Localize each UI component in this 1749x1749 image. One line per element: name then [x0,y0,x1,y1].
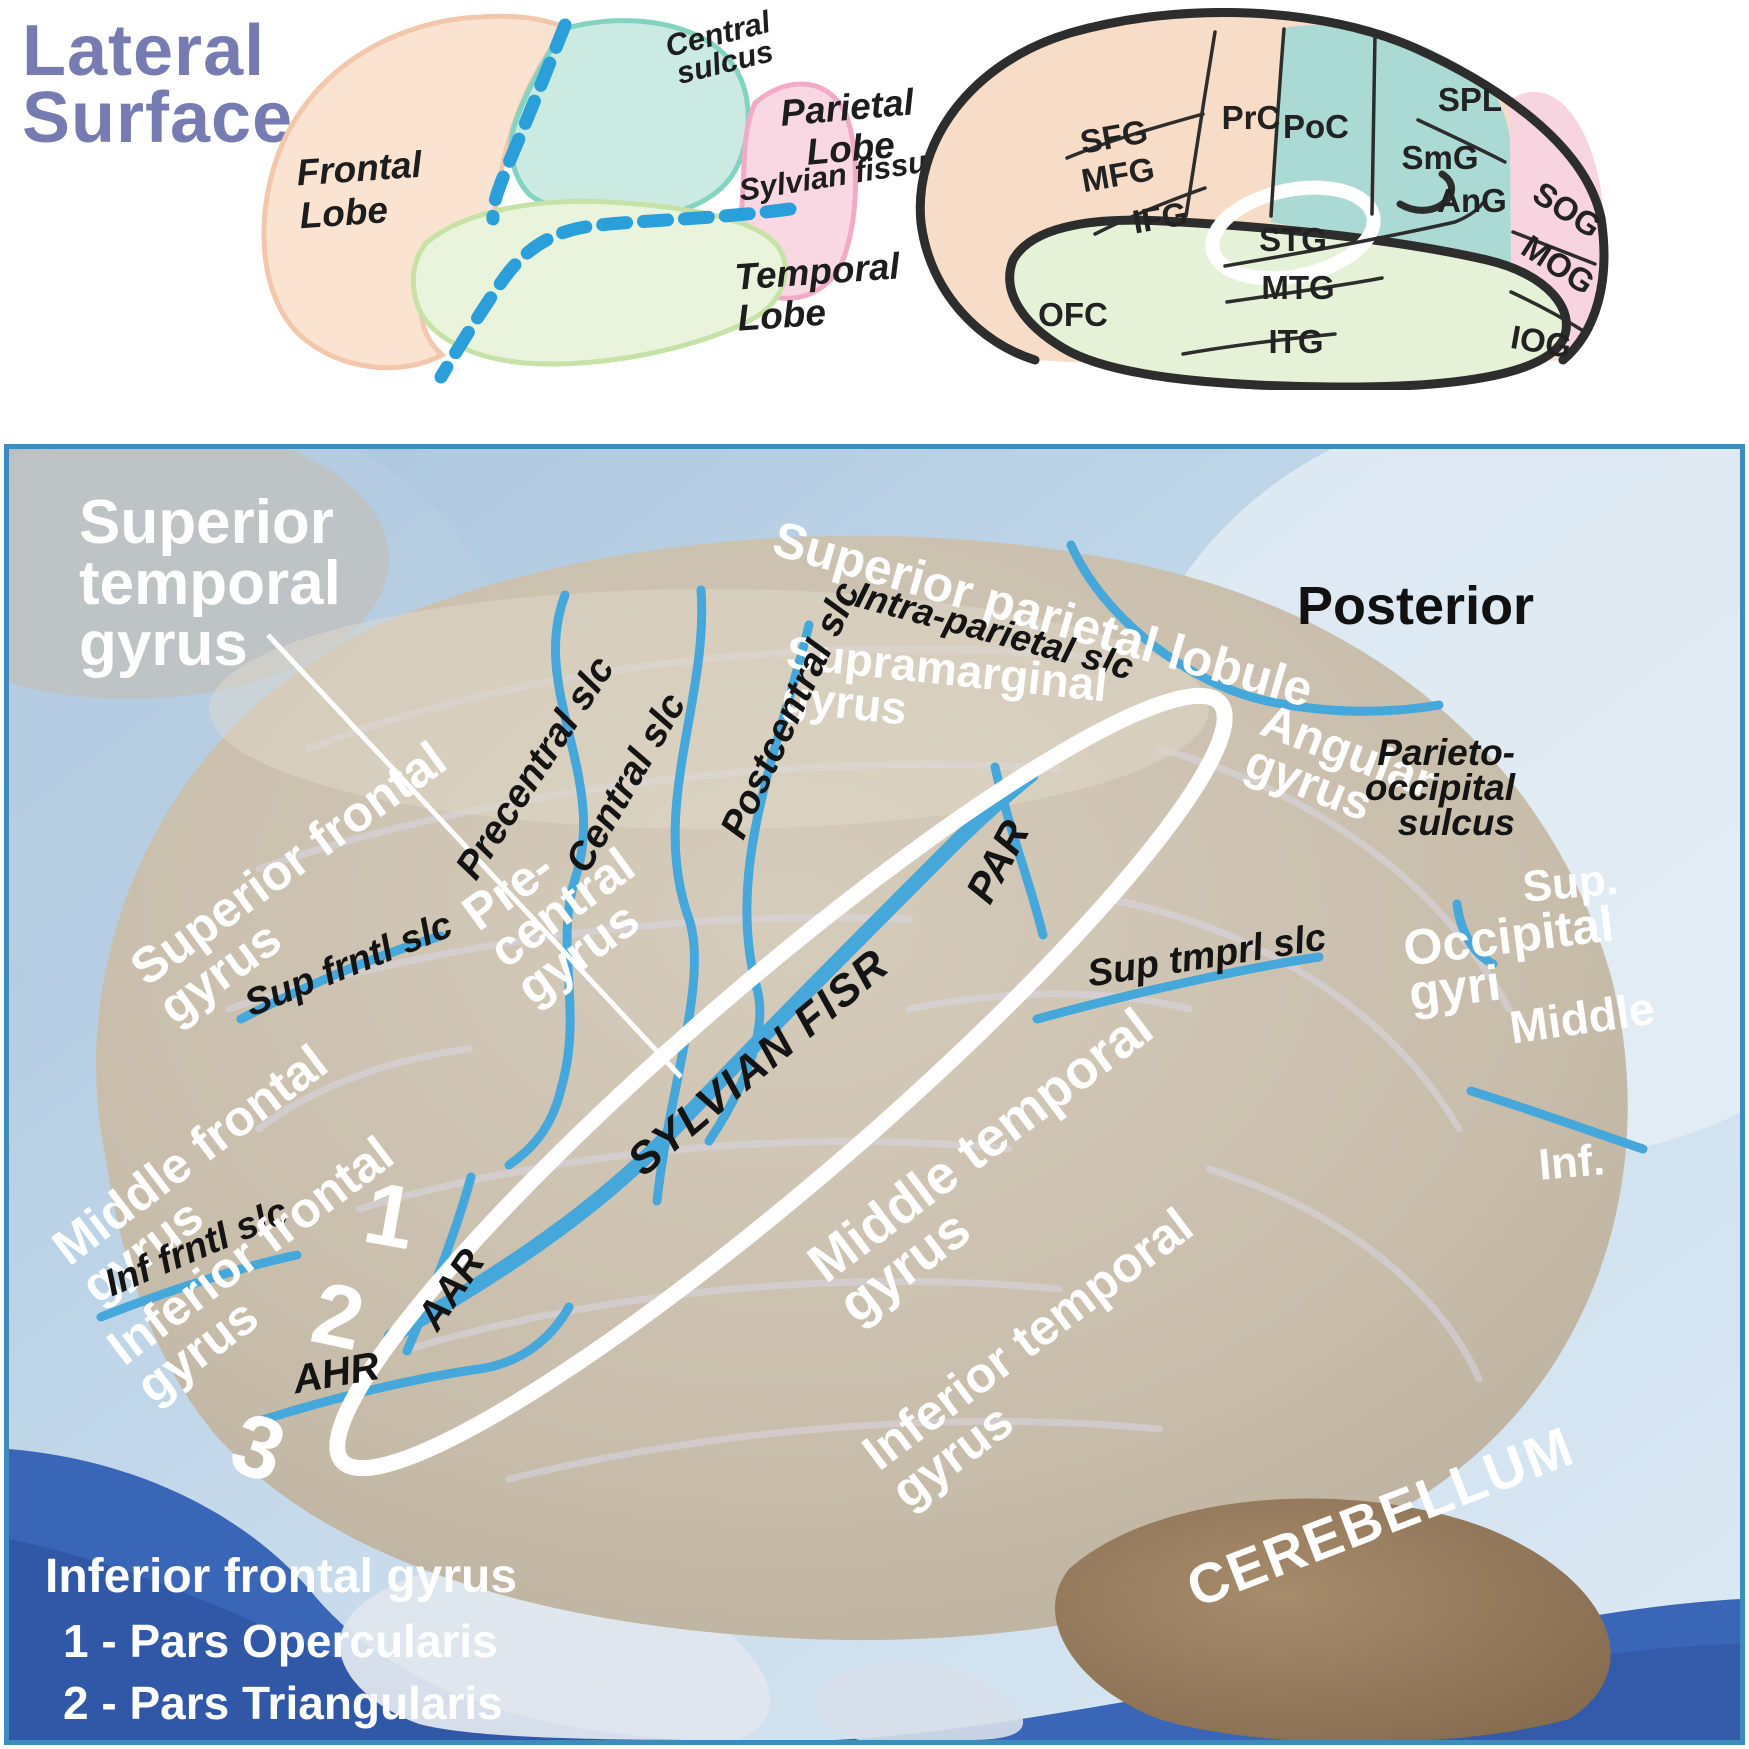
brain-photo-scene [9,449,1740,1740]
label-parieto-occipital-sulcus: Parieto- occipital sulcus [1364,732,1515,844]
legend-title: Inferior frontal gyrus [45,1550,518,1603]
brain-photo-panel: Superior temporal gyrus Posterior Superi… [4,444,1745,1745]
label-ofc: OFC [1038,296,1108,333]
cerebellum-shape [1054,1498,1611,1740]
lobe-diagram [261,13,859,384]
gyri-diagram [915,8,1609,390]
central-sulcus-dashed-line [486,18,572,226]
sylvian-fissure-dashed-line [434,202,797,384]
label-poc: PoC [1283,108,1349,145]
label-prc: PrC [1221,99,1281,136]
label-stg: STG [1259,221,1327,258]
label-superior-temporal-gyrus: Superior temporal gyrus [79,488,341,679]
legend-item-1: 1 - Pars Opercularis [63,1615,498,1667]
label-itg: ITG [1268,323,1324,360]
gyri-parietal-region [1271,24,1513,270]
label-temporal-lobe: Temporal Lobe [733,245,901,339]
label-frontal-lobe: Frontal Lobe [295,143,424,236]
occipital-gyri-line [1466,1086,1648,1154]
label-spl: SPL [1437,81,1503,118]
label-inf-occipital: Inf. [1536,1135,1607,1190]
inferior-frontal-sulcus-line [96,1250,302,1322]
postcentral-sulcus-line [704,620,814,1146]
pars-legend: Inferior frontal gyrus 1 - Pars Opercula… [45,1549,518,1740]
superior-temporal-sulcus-line [1032,952,1324,1024]
prc-left-line [1184,30,1217,218]
sog-mog-line [1511,230,1597,266]
page-title: Lateral Surface [22,11,294,158]
temporal-lobe-shape [410,198,788,367]
label-posterior: Posterior [1297,576,1535,636]
page-title-line2: Surface [22,77,294,158]
stg-sulcus-line [1223,198,1487,268]
superior-frontal-sulcus-line [236,931,446,1024]
itg-line [1181,332,1337,356]
stg-highlight-ellipse [1205,180,1381,286]
page-title-line1: Lateral [22,11,266,91]
legend-item-3: 3 - Pars Orbitalis [63,1738,517,1740]
label-ang: AnG [1437,182,1507,219]
spl-smg-line [1416,118,1507,164]
intraparietal-sulcus-line [1066,540,1444,716]
poc-right-line [1370,33,1377,216]
gyri-temporal-bean [1005,215,1571,390]
smg-hook-line [1396,170,1456,214]
mtg-line [1225,276,1384,304]
label-smg: SmG [1401,139,1479,176]
mog-iog-line [1509,290,1587,334]
label-mtg: MTG [1261,269,1335,306]
sfg-mfg-line [1065,112,1205,160]
stg-pointer-line [266,633,683,1079]
stg-photo-ellipse [329,687,1233,1477]
legend-item-2: 2 - Pars Triangularis [63,1677,503,1729]
central-sulcus-line [1269,27,1286,218]
precentral-sulcus-line [504,590,588,1170]
mfg-ifg-line [1093,186,1207,236]
sylvian-fissure-photo-line [383,767,1039,1345]
parieto-occipital-sulcus-line [1452,899,1498,969]
ahr-line [254,1302,574,1426]
central-sulcus-photo-line [652,585,707,1206]
gyri-cortex-outline [915,8,1609,365]
